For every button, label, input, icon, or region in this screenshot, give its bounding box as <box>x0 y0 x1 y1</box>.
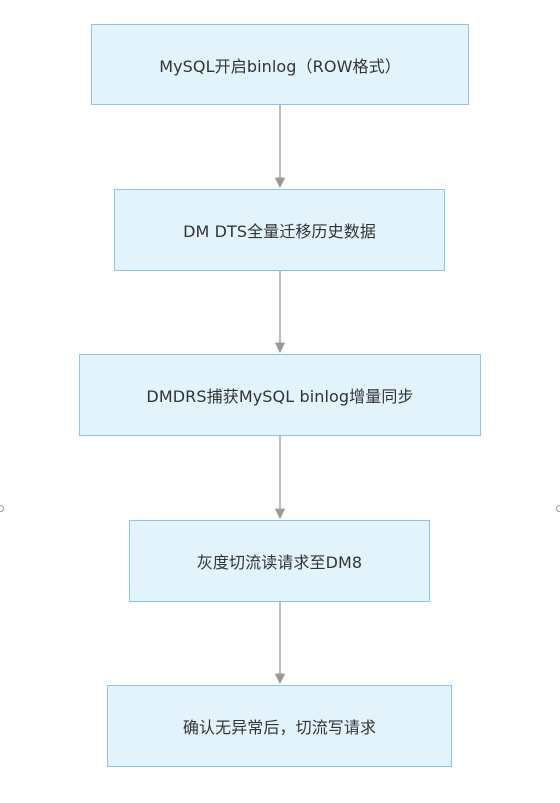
flow-step-2: DM DTS全量迁移历史数据 <box>114 189 445 271</box>
left-resize-handle[interactable] <box>0 505 4 512</box>
flow-step-3: DMDRS捕获MySQL binlog增量同步 <box>79 354 481 436</box>
flow-step-3-label: DMDRS捕获MySQL binlog增量同步 <box>146 387 414 406</box>
flow-step-4-label: 灰度切流读请求至DM8 <box>196 553 363 572</box>
right-resize-handle[interactable] <box>556 505 560 512</box>
flow-step-2-label: DM DTS全量迁移历史数据 <box>183 222 376 241</box>
flow-step-5-label: 确认无异常后，切流写请求 <box>182 718 377 737</box>
flow-step-4: 灰度切流读请求至DM8 <box>129 520 430 602</box>
flow-step-5: 确认无异常后，切流写请求 <box>107 685 452 767</box>
flow-step-1: MySQL开启binlog（ROW格式） <box>91 24 469 105</box>
flow-step-1-label: MySQL开启binlog（ROW格式） <box>159 56 401 76</box>
